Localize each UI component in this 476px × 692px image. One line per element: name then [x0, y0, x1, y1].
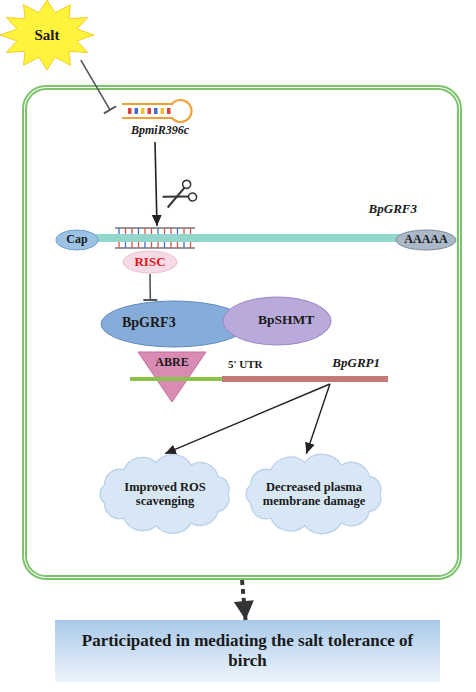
base-pair-mark [161, 108, 165, 114]
stimulus-star: Salt [0, 0, 94, 70]
outcome-arrow [242, 580, 246, 620]
ellipse-shape [396, 230, 456, 250]
duplex-tick [177, 228, 178, 234]
mrna-strand: BpGRF3 [95, 226, 405, 250]
duplex-tick [151, 228, 152, 234]
mrna-strand-outline [95, 226, 405, 250]
duplex-tick [190, 242, 191, 248]
gene-label: BpGRP1 [332, 356, 380, 371]
arrow-line [155, 142, 157, 226]
mirna-hairpin: BpmiR396c [110, 96, 210, 142]
polya-oval: AAAAA [395, 229, 457, 251]
duplex-tick [170, 242, 171, 248]
arrow-line [165, 384, 330, 454]
cloud-shape [246, 454, 381, 534]
result-banner: Participated in mediating the salt toler… [55, 620, 440, 682]
hairpin-shape [122, 100, 191, 122]
ellipse-shape [223, 297, 331, 345]
duplex-tick [157, 242, 158, 248]
duplex-tick [164, 242, 165, 248]
ellipse-shape [123, 251, 177, 273]
ellipse-shape [56, 230, 98, 250]
duplex-tick [144, 228, 145, 234]
base-pair-mark [148, 108, 152, 114]
conclusion-text: Participated in mediating the salt toler… [73, 631, 423, 672]
duplex-tick [144, 242, 145, 248]
protein-label: BpGRF3 [122, 315, 176, 331]
base-pair-mark [154, 108, 158, 114]
element-label: ABRE [138, 356, 206, 370]
coding-bar [222, 376, 388, 382]
scissors-symbol [160, 179, 197, 212]
duplex-tick [183, 242, 184, 248]
duplex-tick [125, 228, 126, 234]
cap-oval: Cap [55, 229, 99, 251]
duplex-tick [164, 228, 165, 234]
outcome-cloud: Improved ROS scavenging [92, 452, 238, 536]
duplex-tick [183, 228, 184, 234]
duplex-strand [115, 227, 195, 228]
gene-bar: 5' UTR BpGRP1 [222, 356, 388, 384]
duplex-tick [131, 242, 132, 248]
duplex-tick [138, 242, 139, 248]
stimulus-label: Salt [34, 27, 59, 44]
duplex-tick [157, 228, 158, 234]
promoter-line [130, 377, 222, 381]
cloud-shape [100, 455, 229, 534]
duplex-tick [118, 228, 119, 234]
risc-complex: RISC [122, 250, 178, 274]
promoter-element: ABRE [138, 350, 206, 402]
outcome-text: Decreased plasma membrane damage [258, 480, 370, 509]
inhibition-line [149, 274, 151, 300]
duplex-tick [125, 242, 126, 248]
base-pair-mark [135, 108, 139, 114]
duplex-strand [115, 247, 195, 248]
polya-label: AAAAA [404, 233, 447, 247]
mirna-label: BpmiR396c [110, 124, 210, 138]
scissors-handle [181, 179, 192, 190]
duplex-tick [170, 228, 171, 234]
arrow-line [306, 384, 330, 454]
outcome-text: Improved ROS scavenging [111, 480, 219, 509]
duplex-tick [151, 242, 152, 248]
utr-label: 5' UTR [228, 358, 263, 371]
scissors-blade [163, 186, 189, 206]
base-pair-mark [167, 108, 171, 114]
protein-label: BpSHMT [258, 312, 314, 328]
cell-outline: BpmiR396cBpGRF3CapAAAAARISCBpGRF3BpSHMTA… [22, 85, 462, 580]
mrna-band [95, 234, 405, 242]
starburst-shape [0, 0, 94, 70]
duplex-tick [131, 228, 132, 234]
duplex-tick [190, 228, 191, 234]
duplex-tick [138, 228, 139, 234]
duplex-tick [118, 242, 119, 248]
protein-ellipse: BpSHMT [222, 296, 332, 346]
scissors-blade [163, 187, 189, 207]
outcome-cloud: Decreased plasma membrane damage [238, 452, 390, 536]
cap-label: Cap [66, 233, 87, 247]
inhibition-line [81, 60, 110, 110]
gene-label: BpGRF3 [369, 202, 417, 217]
duplex-tick [177, 242, 178, 248]
scissors-handle [187, 192, 198, 203]
base-pair-mark [128, 108, 132, 114]
base-pair-mark [141, 108, 145, 114]
complex-label: RISC [134, 255, 165, 270]
